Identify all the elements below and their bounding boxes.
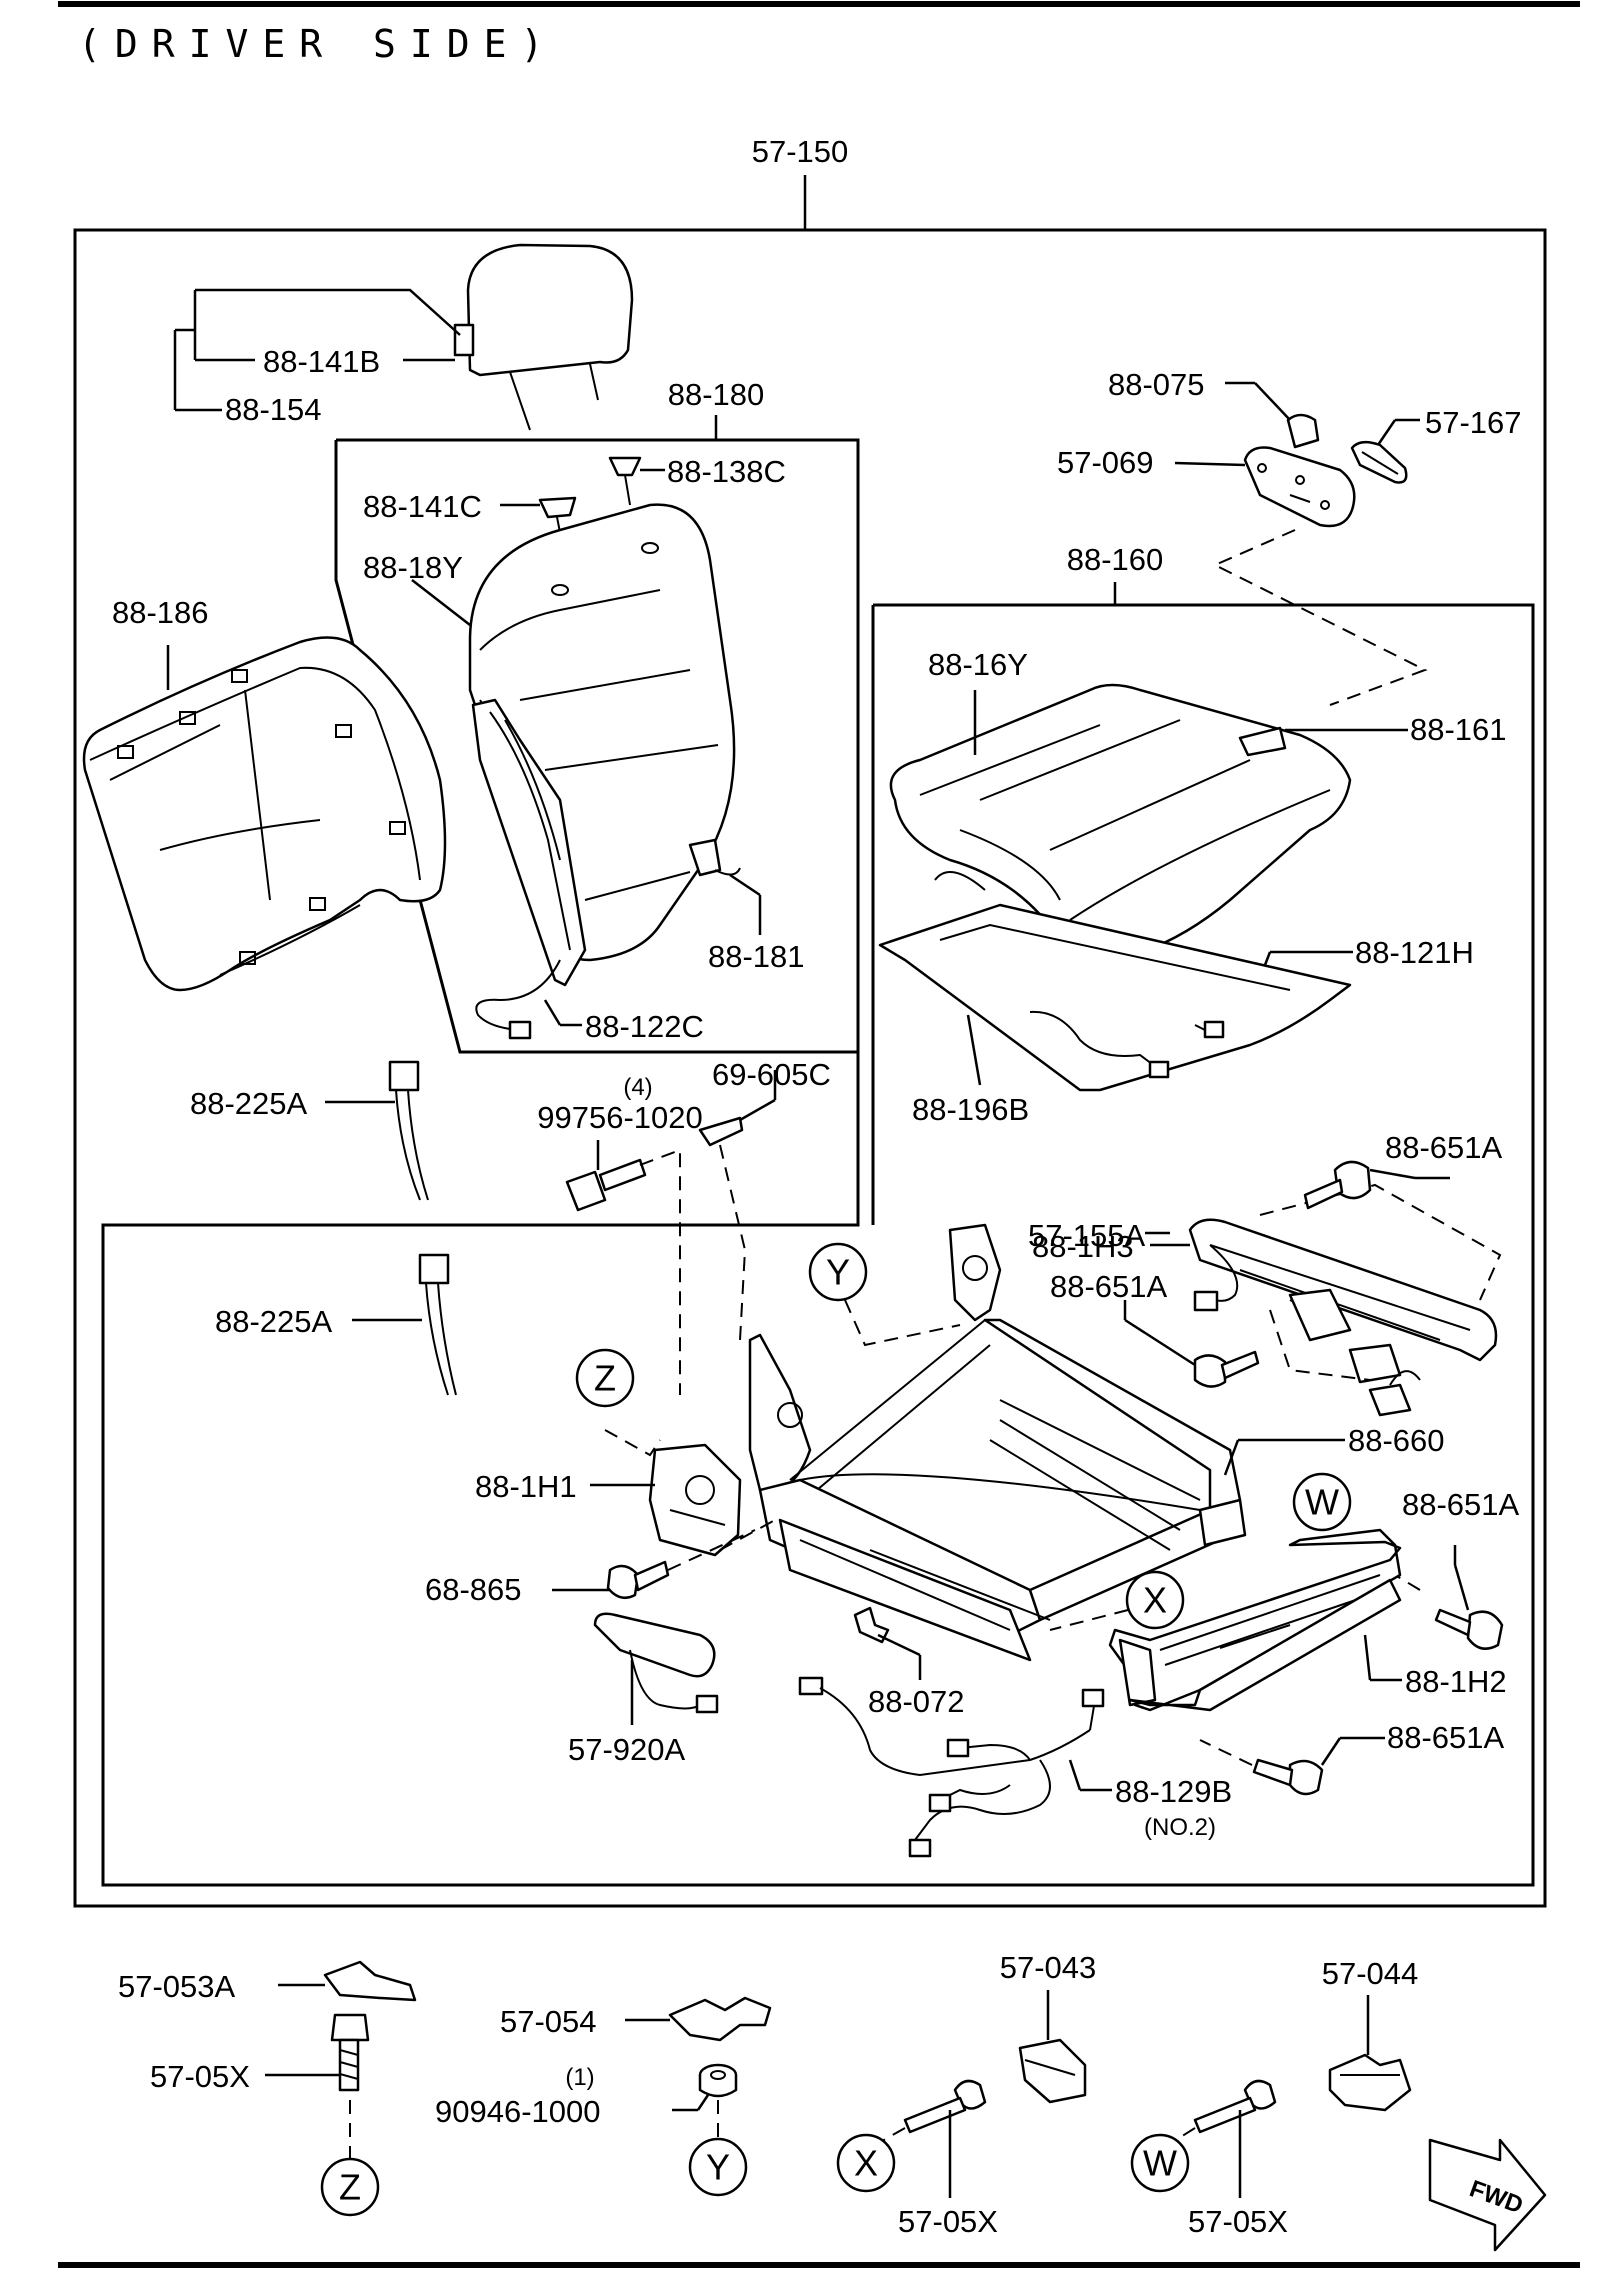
label-57-05X-left: 57-05X <box>150 2059 250 2094</box>
bolt-57-05X-w <box>1193 2079 1277 2134</box>
fwd-arrow-icon: FWD <box>1428 2138 1547 2252</box>
callout-X-bottom-label: X <box>854 2143 878 2184</box>
label-88-072: 88-072 <box>868 1684 965 1719</box>
qty-90946: (1) <box>565 2064 594 2091</box>
label-88-651A-mid: 88-651A <box>1050 1269 1168 1304</box>
label-88-129B: 88-129B <box>1115 1774 1232 1809</box>
label-57-920A: 57-920A <box>568 1732 686 1767</box>
label-88-075: 88-075 <box>1108 367 1205 402</box>
callout-W-bottom-label: W <box>1143 2143 1177 2184</box>
label-88-181: 88-181 <box>708 939 805 974</box>
label-88-1H1: 88-1H1 <box>475 1469 577 1504</box>
bolt-88-651A-mid <box>1193 1350 1260 1388</box>
label-69-605C: 69-605C <box>712 1057 831 1092</box>
buckle-57-920A <box>593 1612 719 1714</box>
bolt-57-05X-x <box>903 2079 987 2134</box>
frame-group-box <box>101 438 1535 1887</box>
label-88-660: 88-660 <box>1348 1423 1445 1458</box>
assembly-label: 57-150 <box>752 134 849 169</box>
seatback-pad-part <box>471 698 587 987</box>
callout-Y <box>808 1242 868 1302</box>
pin-88-138C <box>608 456 642 506</box>
label-88-1H3: 88-1H3 <box>1032 1229 1134 1264</box>
label-88-138C: 88-138C <box>667 454 786 489</box>
callout-Y-bottom <box>688 2137 748 2197</box>
label-88-1H2: 88-1H2 <box>1405 1664 1507 1699</box>
callout-Z-bottom <box>320 2157 380 2217</box>
label-57-043: 57-043 <box>1000 1950 1097 1985</box>
label-88-160: 88-160 <box>1067 542 1164 577</box>
label-57-05X-w: 57-05X <box>1188 2204 1288 2239</box>
bolt-88-651A-bottom <box>1252 1758 1324 1796</box>
label-68-865: 68-865 <box>425 1572 522 1607</box>
clip-57-044 <box>1328 2053 1412 2112</box>
label-88-154: 88-154 <box>225 392 322 427</box>
clip-57-043 <box>1018 2038 1087 2104</box>
rail-88-1H2 <box>1108 1528 1402 1712</box>
back-board-88-186 <box>82 636 447 992</box>
harness-88-129B <box>798 1676 1105 1858</box>
label-57-167: 57-167 <box>1425 405 1522 440</box>
assembly-box <box>73 228 1547 1908</box>
plate-57-053A <box>323 1960 417 2002</box>
label-88-121H: 88-121H <box>1355 935 1474 970</box>
bolt-88-651A-right <box>1434 1608 1504 1650</box>
callout-Y-bottom-label: Y <box>706 2147 730 2188</box>
bolt-99756-1020 <box>565 1158 647 1212</box>
label-57-155A: 57-155A <box>1028 1218 1146 1253</box>
label-88-141C: 88-141C <box>363 489 482 524</box>
label-88-651A-right: 88-651A <box>1402 1487 1520 1522</box>
tie-88-225A-upper <box>388 1060 429 1201</box>
callout-X-bottom <box>836 2133 896 2193</box>
callout-Z <box>575 1348 635 1408</box>
label-88-186: 88-186 <box>112 595 209 630</box>
label-88-225A-upper: 88-225A <box>190 1086 308 1121</box>
callout-Y-label: Y <box>826 1252 850 1293</box>
nut-90946-1000 <box>698 2063 738 2098</box>
label-88-196B: 88-196B <box>912 1092 1029 1127</box>
label-88-18Y: 88-18Y <box>363 550 463 585</box>
callout-W <box>1292 1472 1352 1532</box>
bracket-88-1H1 <box>648 1443 742 1557</box>
seat-frame-88-660 <box>748 1223 1247 1662</box>
label-88-141B: 88-141B <box>263 344 380 379</box>
label-57-044: 57-044 <box>1322 1956 1419 1991</box>
label-57-053A: 57-053A <box>118 1969 236 2004</box>
headrest-part <box>453 243 634 431</box>
plate-57-054 <box>668 1996 772 2042</box>
qty-99756: (4) <box>623 1074 652 1101</box>
label-88-16Y: 88-16Y <box>928 647 1028 682</box>
callout-Z-bottom-label: Z <box>339 2167 361 2208</box>
callout-X <box>1125 1570 1185 1630</box>
label-88-651A-top: 88-651A <box>1385 1130 1503 1165</box>
label-88-225A-lower: 88-225A <box>215 1304 333 1339</box>
label-88-651A-bottom: 88-651A <box>1387 1720 1505 1755</box>
label-90946-1000: 90946-1000 <box>435 2094 601 2129</box>
callout-X-label: X <box>1143 1580 1167 1621</box>
seat-cushion-part <box>889 683 1352 962</box>
label-57-05X-x: 57-05X <box>898 2204 998 2239</box>
bolt-88-651A-top <box>1303 1160 1372 1210</box>
tie-88-225A-lower <box>418 1253 457 1396</box>
label-88-122C: 88-122C <box>585 1009 704 1044</box>
label-99756-1020: 99756-1020 <box>537 1100 703 1135</box>
callout-W-bottom <box>1130 2133 1190 2193</box>
bolt-68-865 <box>606 1560 670 1600</box>
label-88-180: 88-180 <box>668 377 765 412</box>
label-57-069: 57-069 <box>1057 445 1154 480</box>
label-57-054: 57-054 <box>500 2004 597 2039</box>
label-88-161: 88-161 <box>1410 712 1507 747</box>
bolt-57-05X-left <box>330 2013 370 2092</box>
label-no2: (NO.2) <box>1144 1814 1216 1841</box>
diagram-title: (DRIVER SIDE) <box>78 22 557 66</box>
cushion-pad-part <box>878 903 1352 1092</box>
callout-Z-label: Z <box>594 1358 616 1399</box>
callout-W-label: W <box>1305 1482 1339 1523</box>
